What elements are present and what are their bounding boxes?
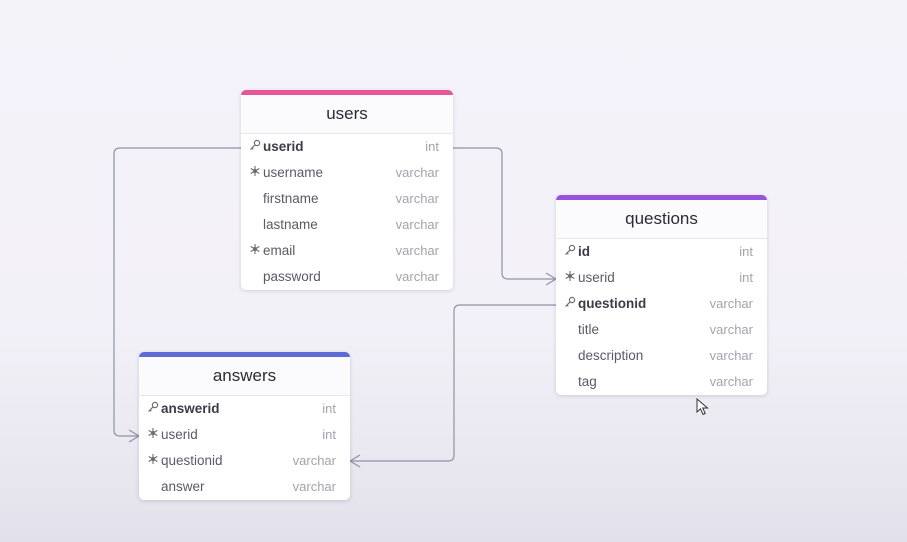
column-row[interactable]: username varchar (241, 160, 453, 186)
table-answers[interactable]: answers answerid int userid int questionid va… (139, 352, 350, 500)
crowfoot-answers-userid (128, 429, 141, 443)
crowfoot-questions-userid (545, 272, 558, 286)
column-row[interactable]: userid int (556, 265, 767, 291)
column-type: varchar (395, 243, 439, 258)
column-name: email (263, 243, 296, 258)
unique-snowflake-icon (562, 265, 578, 291)
column-row[interactable]: email varchar (241, 238, 453, 264)
column-type: varchar (395, 191, 439, 206)
column-name: title (578, 322, 600, 337)
column-type: int (425, 139, 439, 154)
unique-snowflake-icon (145, 422, 161, 448)
column-row[interactable]: userid int (139, 422, 350, 448)
key-icon (562, 239, 578, 265)
column-name: questionid (578, 296, 647, 311)
column-name: tag (578, 374, 597, 389)
column-name: userid (263, 139, 304, 154)
table-header[interactable]: answers (139, 357, 350, 396)
crowfoot-answers-questionid (348, 454, 361, 468)
column-name: id (578, 244, 590, 259)
column-row[interactable]: lastname varchar (241, 212, 453, 238)
column-row[interactable]: questionid varchar (139, 448, 350, 474)
column-row[interactable]: password varchar (241, 264, 453, 290)
column-name: username (263, 165, 324, 180)
column-type: varchar (395, 217, 439, 232)
column-row[interactable]: userid int (241, 134, 453, 160)
column-type: varchar (709, 374, 753, 389)
column-name: answer (161, 479, 205, 494)
column-row[interactable]: tag varchar (556, 369, 767, 395)
column-row[interactable]: id int (556, 239, 767, 265)
column-type: varchar (709, 296, 753, 311)
column-row[interactable]: questionid varchar (556, 291, 767, 317)
column-row[interactable]: title varchar (556, 317, 767, 343)
column-name: questionid (161, 453, 223, 468)
column-name: answerid (161, 401, 220, 416)
column-row[interactable]: firstname varchar (241, 186, 453, 212)
column-type: varchar (709, 348, 753, 363)
column-type: varchar (292, 479, 336, 494)
column-type: int (739, 270, 753, 285)
key-icon (247, 134, 263, 160)
column-name: password (263, 269, 321, 284)
column-type: int (322, 401, 336, 416)
column-type: varchar (292, 453, 336, 468)
connector-users-questions[interactable] (453, 147, 556, 280)
column-row[interactable]: description varchar (556, 343, 767, 369)
column-name: userid (578, 270, 615, 285)
column-row[interactable]: answer varchar (139, 474, 350, 500)
column-name: userid (161, 427, 198, 442)
unique-snowflake-icon (247, 238, 263, 264)
column-type: varchar (395, 165, 439, 180)
column-type: varchar (709, 322, 753, 337)
unique-snowflake-icon (247, 160, 263, 186)
key-icon (562, 291, 578, 317)
column-row[interactable]: answerid int (139, 396, 350, 422)
table-accent-bar (139, 352, 350, 357)
table-accent-bar (241, 90, 453, 95)
table-header[interactable]: users (241, 95, 453, 134)
key-icon (145, 396, 161, 422)
column-name: lastname (263, 217, 318, 232)
column-type: int (322, 427, 336, 442)
table-header[interactable]: questions (556, 200, 767, 239)
column-type: int (739, 244, 753, 259)
unique-snowflake-icon (145, 448, 161, 474)
table-users[interactable]: users userid int username varchar firstname v… (241, 90, 453, 290)
column-type: varchar (395, 269, 439, 284)
table-questions[interactable]: questions id int userid int questionid varcha… (556, 195, 767, 395)
column-name: firstname (263, 191, 319, 206)
table-accent-bar (556, 195, 767, 200)
connector-questions-answers[interactable] (350, 304, 556, 462)
column-name: description (578, 348, 644, 363)
mouse-pointer-icon (696, 398, 709, 416)
